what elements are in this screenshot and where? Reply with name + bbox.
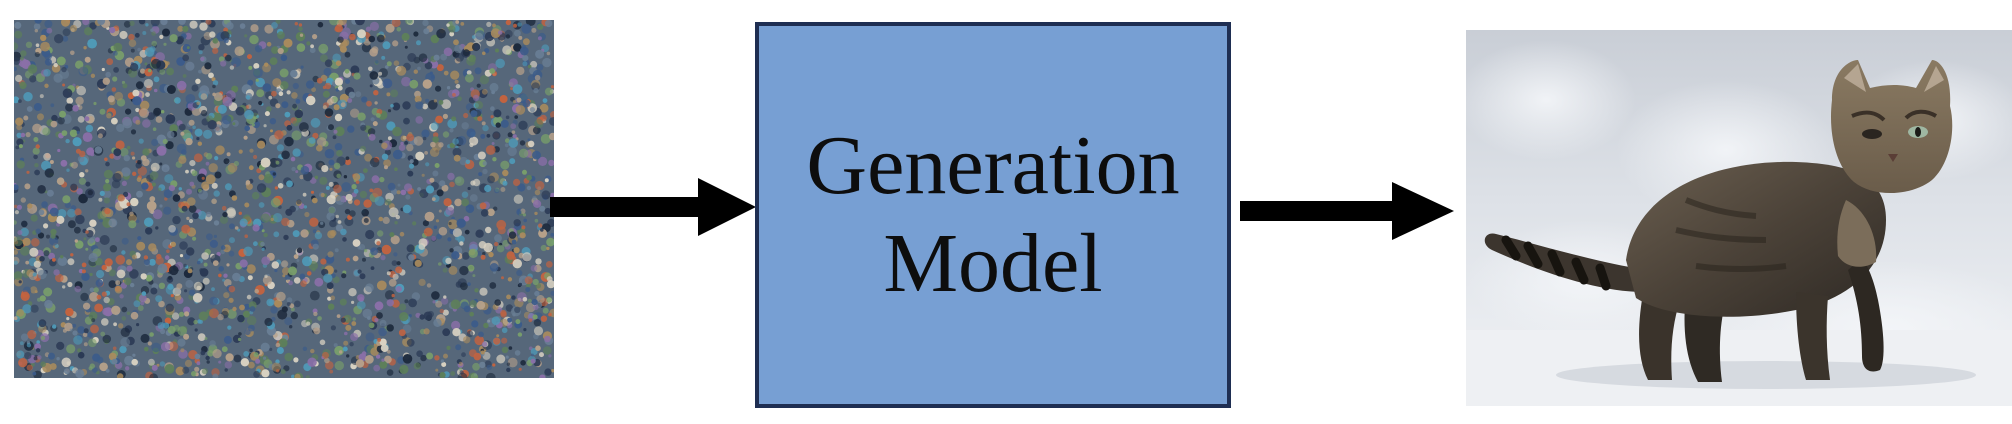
generated-output-image [1466,30,2012,406]
model-label-line-2: Model [883,217,1103,310]
generation-model-box: Generation Model [755,22,1231,408]
model-label-line-1: Generation [806,119,1180,212]
arrow-right-icon [1240,182,1454,240]
cat-in-snow-icon [1466,30,2012,406]
arrow-right-icon [550,178,756,236]
noise-image-icon [14,20,554,378]
generation-model-label: Generation Model [806,117,1179,313]
noise-input-image [14,20,554,378]
